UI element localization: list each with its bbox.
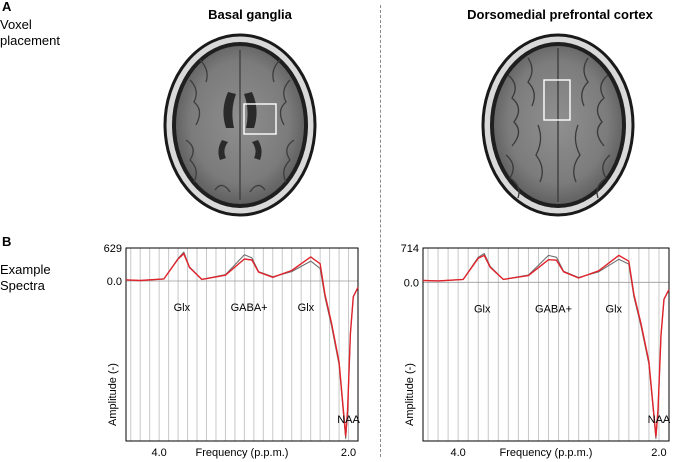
spectrum-fit-line	[422, 254, 670, 437]
spectrum-fit-line	[125, 252, 359, 437]
basal-ganglia-spectrum: 629 0.0 4.0 2.0 Frequency (p.p.m.) Amplitude …	[104, 243, 361, 459]
panel-b-row-label: Example Spectra	[0, 262, 51, 294]
panel-b-row-label-line-2: Spectra	[0, 278, 45, 293]
panel-a-row-label-line-1: Voxel	[0, 17, 32, 32]
plot-frame	[125, 247, 359, 442]
y-tick-label: 0.0	[404, 277, 419, 289]
y-axis-label: Amplitude (-)	[404, 363, 416, 426]
panel-a-letter: A	[2, 0, 12, 14]
x-tick-label: 2.0	[341, 447, 356, 459]
dmpfc-spectrum: 714 0.0 4.0 2.0 Frequency (p.p.m.) Amplitude …	[401, 243, 671, 459]
sulci	[505, 48, 611, 202]
peak-label: Glx	[298, 302, 315, 314]
voxel-box	[243, 103, 277, 135]
x-tick-label: 2.0	[651, 447, 666, 459]
y-tick-label: 714	[401, 243, 419, 255]
plot-frame	[422, 247, 670, 442]
peak-label: NAA	[337, 414, 360, 426]
right-column-title: Dorsomedial prefrontal cortex	[467, 7, 653, 22]
peak-label: GABA+	[231, 302, 268, 314]
column-divider	[380, 5, 381, 457]
panel-a-row-label: Voxel placement	[0, 17, 60, 49]
voxel-box	[543, 79, 571, 121]
peak-label: GABA+	[535, 303, 572, 315]
ventricles	[218, 92, 262, 160]
dmpfc-mri-image	[481, 33, 635, 217]
panel-b-row-label-line-1: Example	[0, 262, 51, 277]
x-axis-label: Frequency (p.p.m.)	[500, 447, 593, 459]
y-tick-label: 629	[104, 243, 122, 255]
y-tick-label: 0.0	[107, 276, 122, 288]
peak-label: Glx	[474, 303, 491, 315]
left-column-title: Basal ganglia	[208, 7, 292, 22]
y-axis-label: Amplitude (-)	[107, 363, 119, 426]
peak-label: NAA	[648, 414, 671, 426]
panel-b-letter: B	[2, 234, 12, 249]
panel-a-row-label-line-2: placement	[0, 33, 60, 48]
peak-label: Glx	[606, 303, 623, 315]
sulci	[185, 50, 295, 200]
basal-ganglia-mri-image	[163, 33, 317, 217]
peak-label: Glx	[174, 302, 191, 314]
x-tick-label: 4.0	[151, 447, 166, 459]
x-axis-label: Frequency (p.p.m.)	[196, 447, 289, 459]
x-tick-label: 4.0	[450, 447, 465, 459]
